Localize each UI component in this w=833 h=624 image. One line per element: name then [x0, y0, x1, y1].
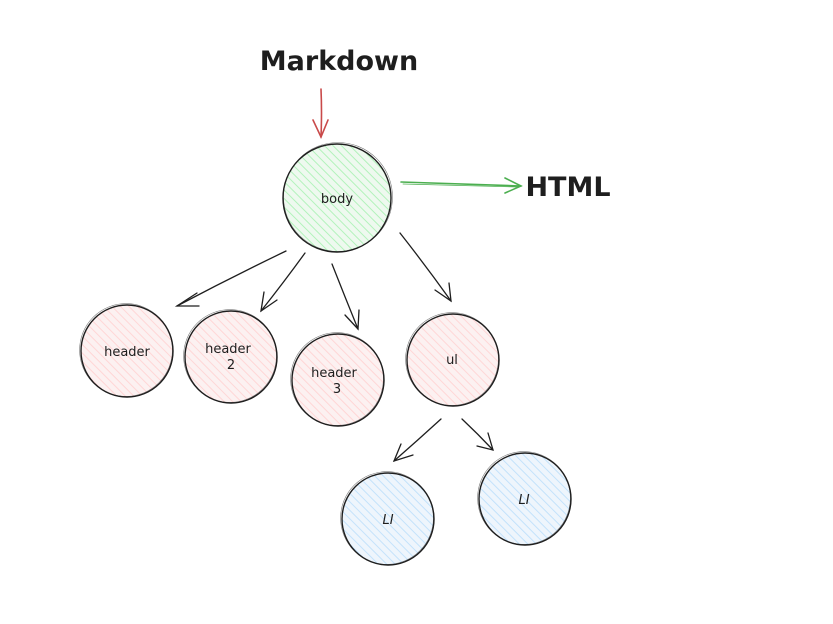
node-ul-label: ul [446, 353, 458, 368]
node-header2-number: 2 [227, 358, 235, 373]
node-header2-label: header [205, 342, 251, 357]
input-label: Markdown [260, 46, 418, 77]
node-header3: header 3 [290, 332, 385, 427]
node-header2: header 2 [183, 309, 278, 404]
node-li1-label: LI [382, 513, 393, 528]
output-arrow [400, 177, 523, 194]
node-header3-label: header [311, 366, 357, 381]
node-li1: LI [340, 471, 435, 566]
output-label: HTML [525, 172, 610, 203]
edge-ul-li1 [392, 418, 442, 463]
edge-body-ul [399, 232, 452, 303]
node-li2-label: LI [518, 493, 529, 508]
node-header-label: header [104, 345, 150, 360]
edge-body-header [174, 250, 287, 307]
node-header3-number: 3 [333, 382, 341, 397]
node-header: header [79, 303, 174, 398]
node-li2: LI [477, 451, 572, 546]
node-body: body [282, 142, 393, 253]
node-body-label: body [321, 192, 353, 207]
input-arrow [312, 88, 329, 139]
edge-body-header2 [260, 252, 306, 313]
edge-body-header3 [331, 263, 360, 331]
edge-ul-li2 [461, 418, 494, 451]
node-ul: ul [405, 312, 500, 407]
